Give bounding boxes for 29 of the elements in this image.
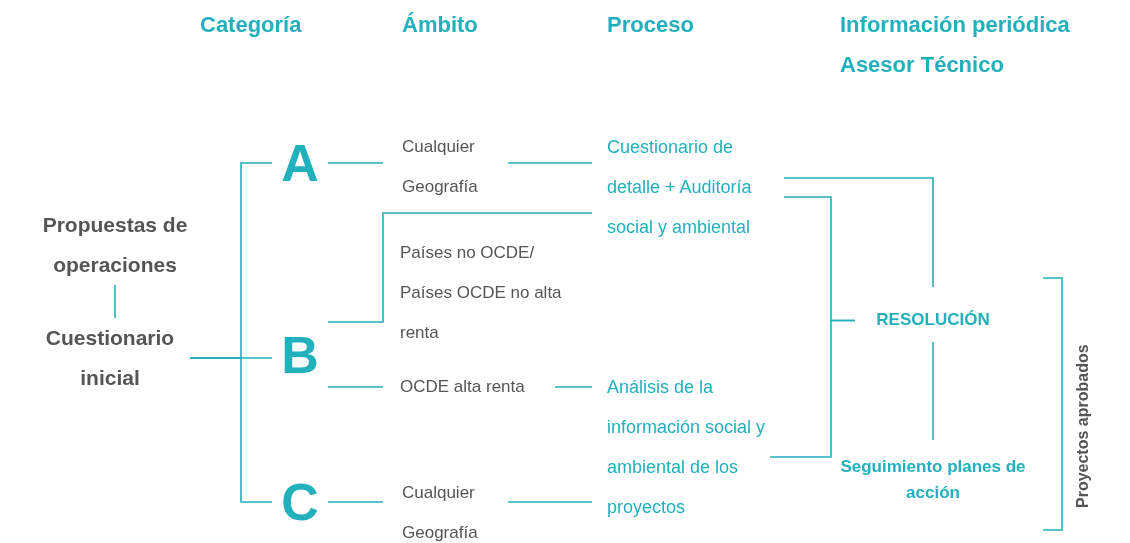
connector-line: [932, 341, 934, 441]
category-letter: C: [280, 472, 320, 533]
process-text: Análisis de la información social y ambiental de los proyectos: [607, 376, 767, 519]
connector-line: [507, 501, 593, 503]
column-header: Proceso: [607, 11, 695, 39]
scope-text: Cualquier Geografía: [402, 136, 479, 198]
connector-line: [327, 212, 593, 323]
connector-line: [554, 386, 593, 388]
scope-text: Cualquier Geografía: [402, 482, 479, 543]
column-header: Ámbito: [402, 11, 479, 39]
connector-line: [327, 386, 384, 388]
connector-line: [507, 162, 593, 164]
connector-line: [114, 284, 116, 319]
category-letter: A: [280, 133, 320, 194]
column-header: Información periódica Asesor Técnico: [840, 11, 1071, 79]
stage-title: Propuestas de operaciones: [41, 212, 189, 278]
stage-title: Cuestionario inicial: [44, 325, 176, 391]
category-letter: B: [280, 325, 320, 386]
connector-line: [327, 162, 384, 164]
process-text: Cuestionario de detalle + Auditoría social y ambiental: [607, 136, 753, 239]
follow-up-text: Seguimiento planes de acción: [839, 456, 1027, 504]
connector-line: [327, 501, 384, 503]
connector-line: [189, 357, 273, 503]
scope-text: OCDE alta renta: [400, 376, 526, 398]
connector-line: [783, 177, 934, 288]
connector-line: [769, 319, 856, 458]
resolution-text: RESOLUCIÓN: [875, 309, 991, 331]
column-header: Categoría: [200, 11, 303, 39]
side-label: Proyectos aprobados: [1073, 344, 1092, 508]
